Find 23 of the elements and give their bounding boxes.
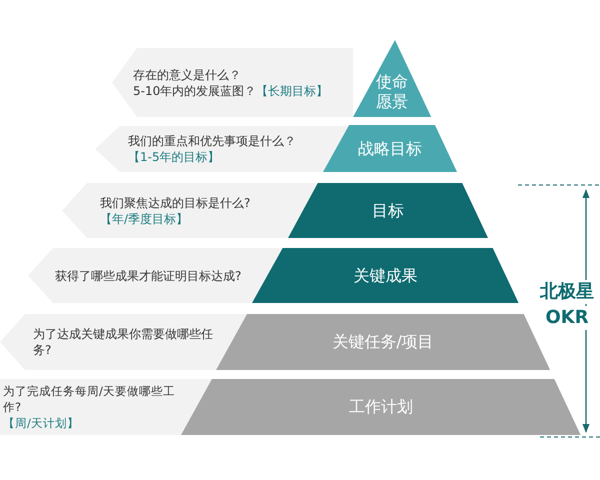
- layer-label: 关键任务/项目: [331, 332, 435, 352]
- pyramid-layer: [252, 248, 519, 303]
- question-text: 获得了哪些成果才能证明目标达成?: [55, 268, 242, 282]
- question-text: 存在的意义是什么？: [133, 68, 241, 82]
- question-text: 为了完成任务每周/天要做哪些工作?: [3, 384, 175, 414]
- question-text: 我们的重点和优先事项是什么？: [128, 134, 296, 148]
- pyramid-layer: [323, 125, 458, 172]
- layer-label: 战略目标: [357, 138, 424, 158]
- timeframe-tag: 【年/季度目标】: [100, 212, 188, 226]
- timeframe-tag: 【1-5年的目标】: [128, 150, 220, 164]
- layer-label: 目标: [371, 200, 406, 220]
- layer-label: 工作计划: [348, 397, 414, 417]
- timeframe-tag: 【周/天计划】: [3, 416, 79, 430]
- pyramid-layer: [181, 379, 581, 435]
- arrow-band: [112, 48, 353, 117]
- question-text: 5-10年内的发展蓝图？: [133, 84, 256, 98]
- pyramid-layer: [288, 183, 488, 238]
- layer-label: 使命愿景: [375, 72, 409, 112]
- layer-label: 关键成果: [352, 266, 418, 286]
- timeframe-tag: 【长期目标】: [256, 84, 328, 98]
- question-text: 为了达成关键成果你需要做哪些任务?: [33, 327, 213, 357]
- question-text: 我们聚焦达成的目标是什么?: [100, 196, 250, 210]
- pyramid-layer: [353, 40, 432, 117]
